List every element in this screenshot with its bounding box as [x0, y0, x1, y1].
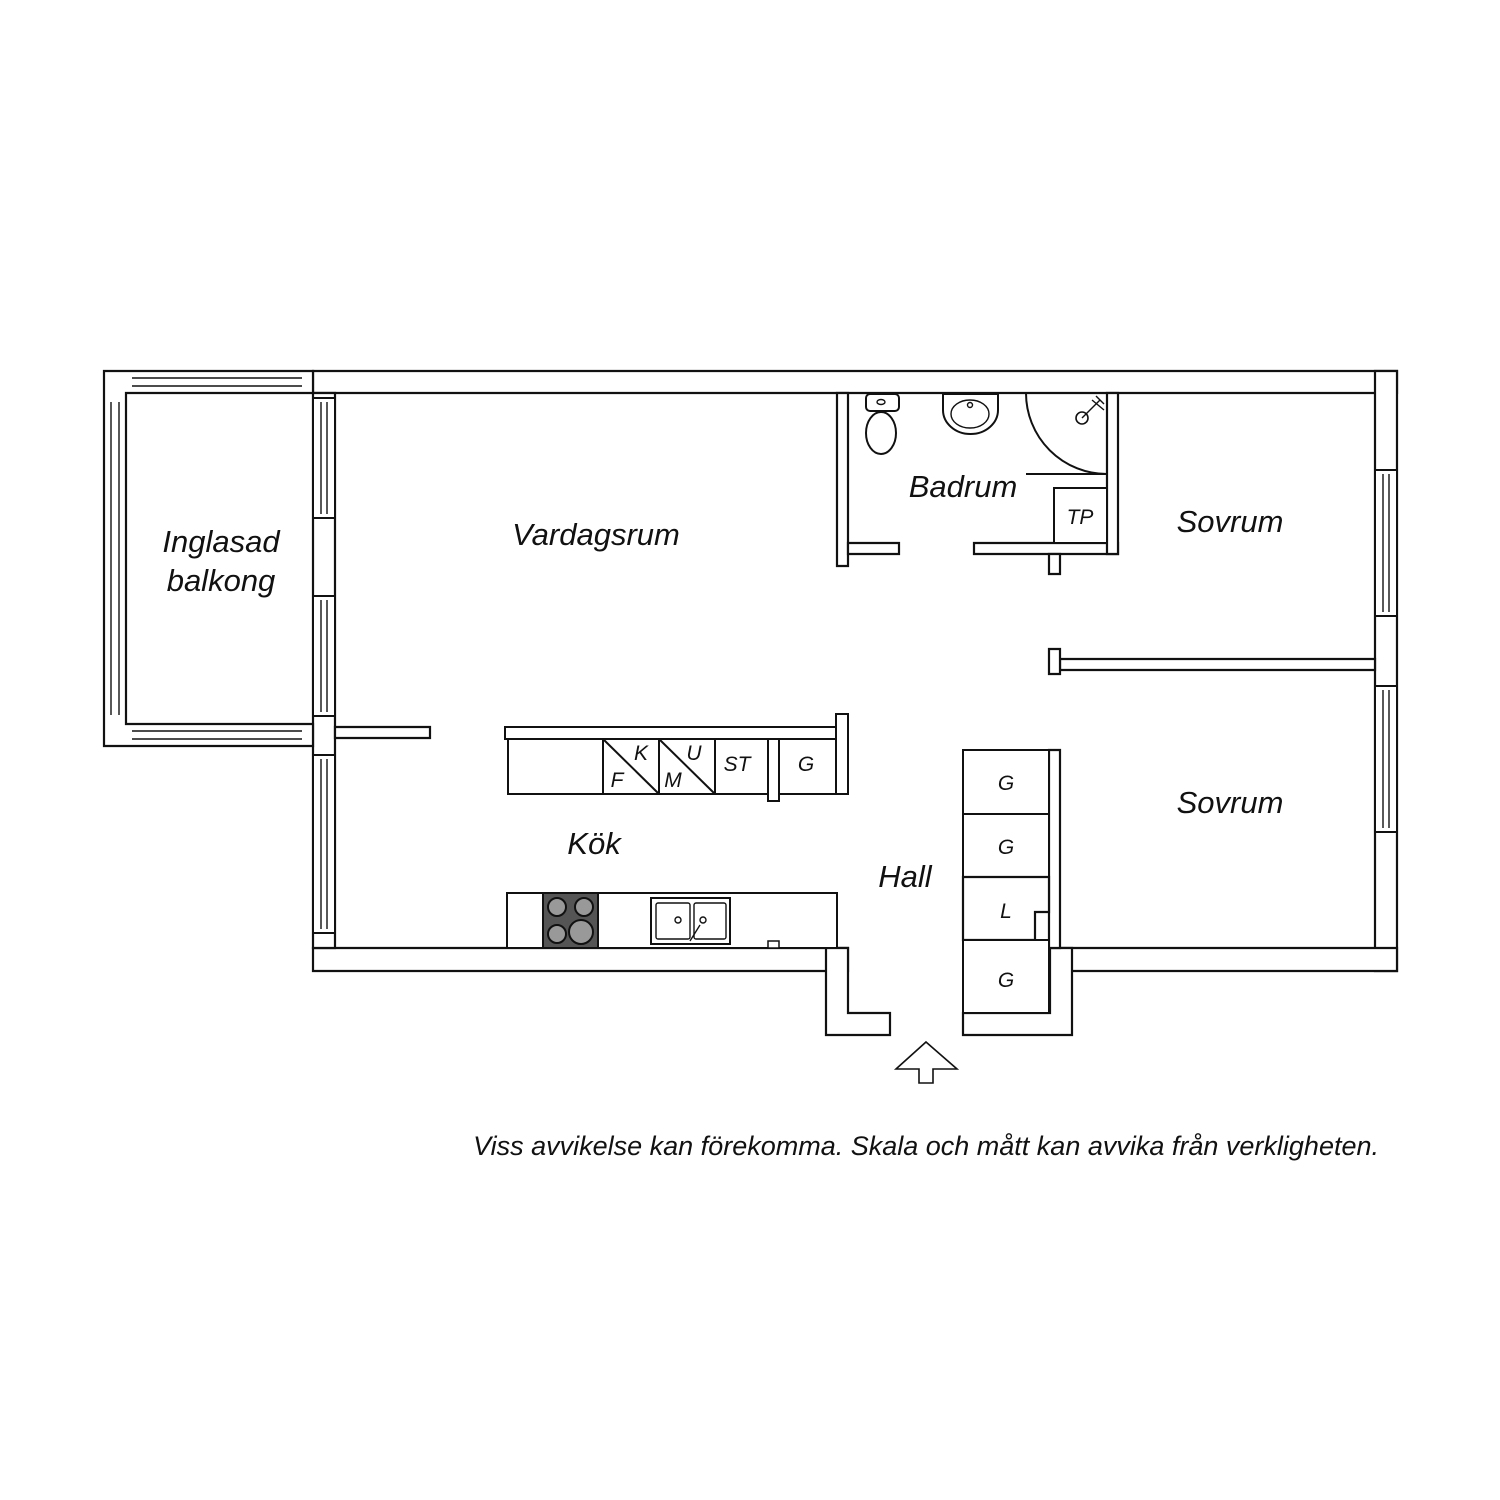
- outer-walls: [311, 369, 1399, 1037]
- toilet-icon: [865, 393, 900, 455]
- hall-wardrobes: [961, 749, 1051, 1014]
- left-windows: [312, 397, 432, 934]
- living-room-label: Vardagsrum: [512, 517, 680, 552]
- fridge-label: K: [634, 742, 649, 765]
- dryer-label: TP: [1067, 506, 1094, 529]
- oven-label: U: [686, 742, 702, 765]
- bedroom-bottom-label: Sovrum: [1177, 785, 1284, 820]
- kitchen-upper-counter: [504, 713, 849, 802]
- kitchen-wardrobe-label: G: [798, 753, 814, 776]
- shower-icon: [1025, 392, 1108, 475]
- bedroom-top-label: Sovrum: [1177, 504, 1284, 539]
- cabinet-label: ST: [724, 753, 753, 776]
- hall-wardrobe-3-label: G: [998, 969, 1014, 992]
- entrance-arrow-icon: [893, 1040, 960, 1084]
- hall-label: Hall: [878, 859, 933, 894]
- hall-wardrobe-1-label: G: [998, 772, 1014, 795]
- microwave-label: M: [664, 769, 682, 792]
- balcony-label-line1: Inglasad: [162, 524, 281, 559]
- linen-cabinet-label: L: [1000, 900, 1012, 923]
- dryer-unit: [1053, 487, 1108, 544]
- disclaimer-text: Viss avvikelse kan förekomma. Skala och …: [473, 1131, 1379, 1161]
- balcony: [102, 369, 315, 748]
- right-windows: [1374, 469, 1398, 833]
- bathroom-label: Badrum: [909, 469, 1018, 504]
- balcony-label-line2: balkong: [167, 563, 276, 598]
- stove-icon: [542, 892, 599, 949]
- washbasin-icon: [942, 393, 999, 435]
- kitchen-label: Kök: [567, 826, 622, 861]
- hall-wardrobe-2-label: G: [998, 836, 1014, 859]
- sink-icon: [650, 897, 731, 945]
- freezer-label: F: [611, 769, 625, 792]
